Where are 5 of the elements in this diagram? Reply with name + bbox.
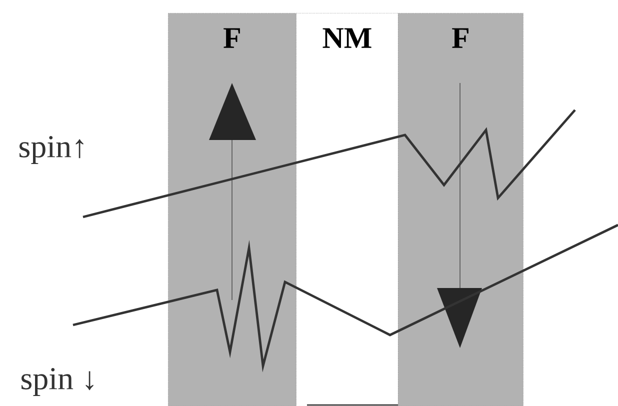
layer-band: NM bbox=[296, 13, 398, 406]
spin-label: spin ↓ bbox=[22, 368, 94, 396]
layer-band: F bbox=[398, 13, 524, 406]
spin-label: spin↑ bbox=[20, 136, 84, 164]
layer-band: F bbox=[168, 13, 296, 406]
